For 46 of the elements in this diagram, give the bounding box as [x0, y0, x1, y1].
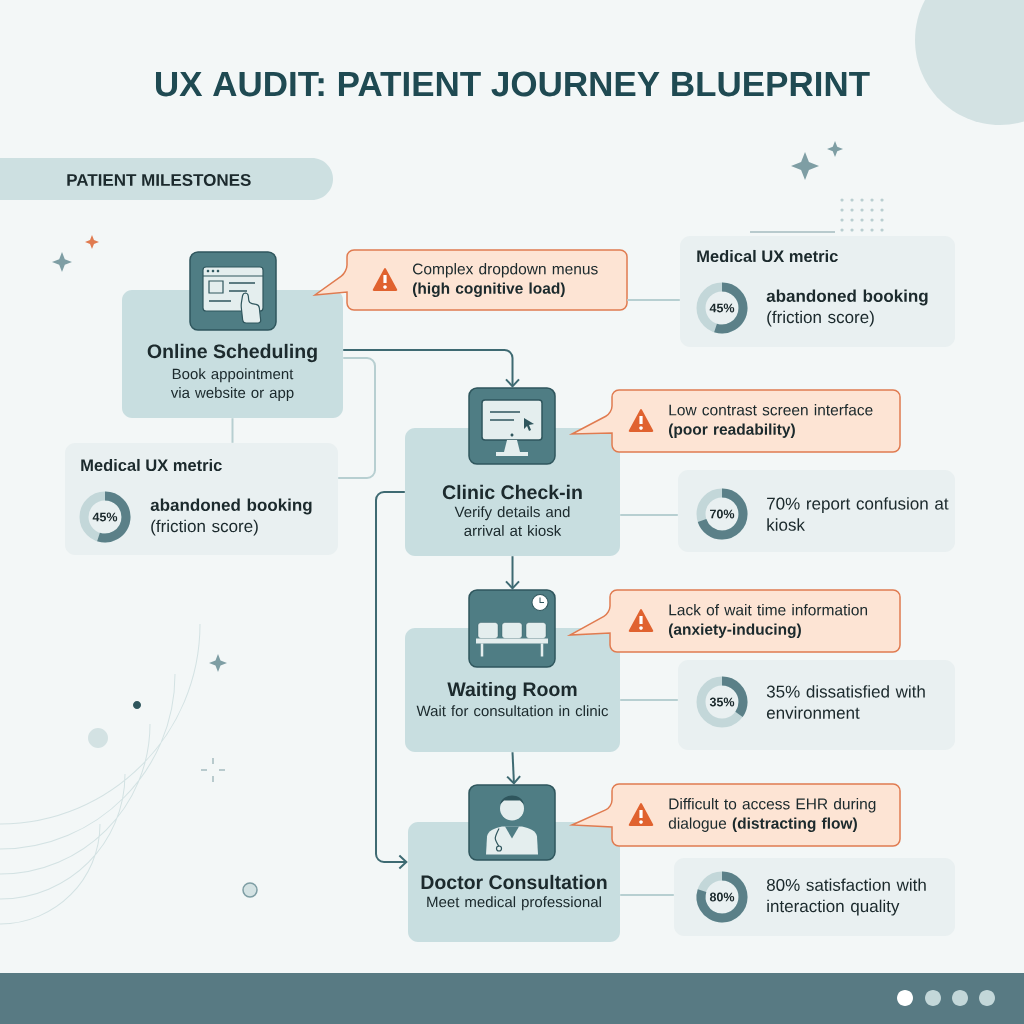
callout-text: Low contrast screen interface (poor readability)	[669, 404, 873, 438]
warning-callout	[314, 249, 628, 311]
section-banner: PATIENT MILESTONES	[0, 158, 333, 200]
arrow	[342, 349, 520, 388]
metric-text: 80% satisfaction with interaction quality	[766, 878, 926, 916]
step-title: Doctor Consultation	[421, 874, 607, 890]
step-description: Verify details and arrival at kiosk	[454, 506, 570, 536]
connector-line	[231, 417, 234, 444]
metric-text: abandoned booking (friction score)	[766, 289, 928, 327]
callout-text: Lack of wait time information (anxiety-inducing)	[669, 604, 868, 638]
metric-card	[65, 443, 338, 555]
step-box	[122, 251, 343, 418]
metric-card	[678, 660, 955, 750]
connector-line	[626, 299, 681, 301]
metric-card	[680, 236, 955, 347]
page-title: UX AUDIT: PATIENT JOURNEY BLUEPRINT	[156, 71, 870, 97]
step-title: Online Scheduling	[147, 343, 317, 363]
connector-line	[619, 894, 675, 896]
donut-chart: 35%	[696, 676, 748, 728]
card-heading: Medical UX metric	[697, 249, 838, 263]
donut-chart: 70%	[696, 488, 748, 540]
metric-text: abandoned booking (friction score)	[150, 498, 312, 536]
connector-line	[619, 514, 679, 516]
step-description: Book appointment via website or app	[170, 368, 294, 401]
step-description: Meet medical professional	[427, 896, 601, 911]
step-title: Clinic Check-in	[442, 484, 582, 500]
arrow	[505, 555, 520, 590]
arrow	[375, 491, 408, 870]
metric-text: 35% dissatisfied with environment	[766, 685, 925, 719]
donut-chart: 80%	[696, 871, 748, 923]
step-title: Waiting Room	[447, 681, 577, 701]
donut-chart: 45%	[79, 491, 131, 543]
arrow	[506, 751, 522, 785]
card-heading: Medical UX metric	[81, 458, 222, 472]
metric-card	[678, 470, 955, 552]
metric-text: 70% report confusion at kiosk	[767, 497, 949, 531]
step-box	[408, 784, 620, 942]
callout-text: Difficult to access EHR during dialogue (distracting flow)	[668, 798, 876, 832]
callout-text: Complex dropdown menus (high cognitive load)	[413, 263, 598, 297]
step-description: Wait for consultation in clinic	[416, 705, 609, 717]
connector-line	[337, 357, 376, 479]
connector-line	[619, 699, 679, 701]
metric-card	[674, 858, 955, 936]
step-box	[405, 387, 620, 556]
step-box	[405, 589, 620, 752]
donut-chart: 45%	[696, 282, 748, 334]
